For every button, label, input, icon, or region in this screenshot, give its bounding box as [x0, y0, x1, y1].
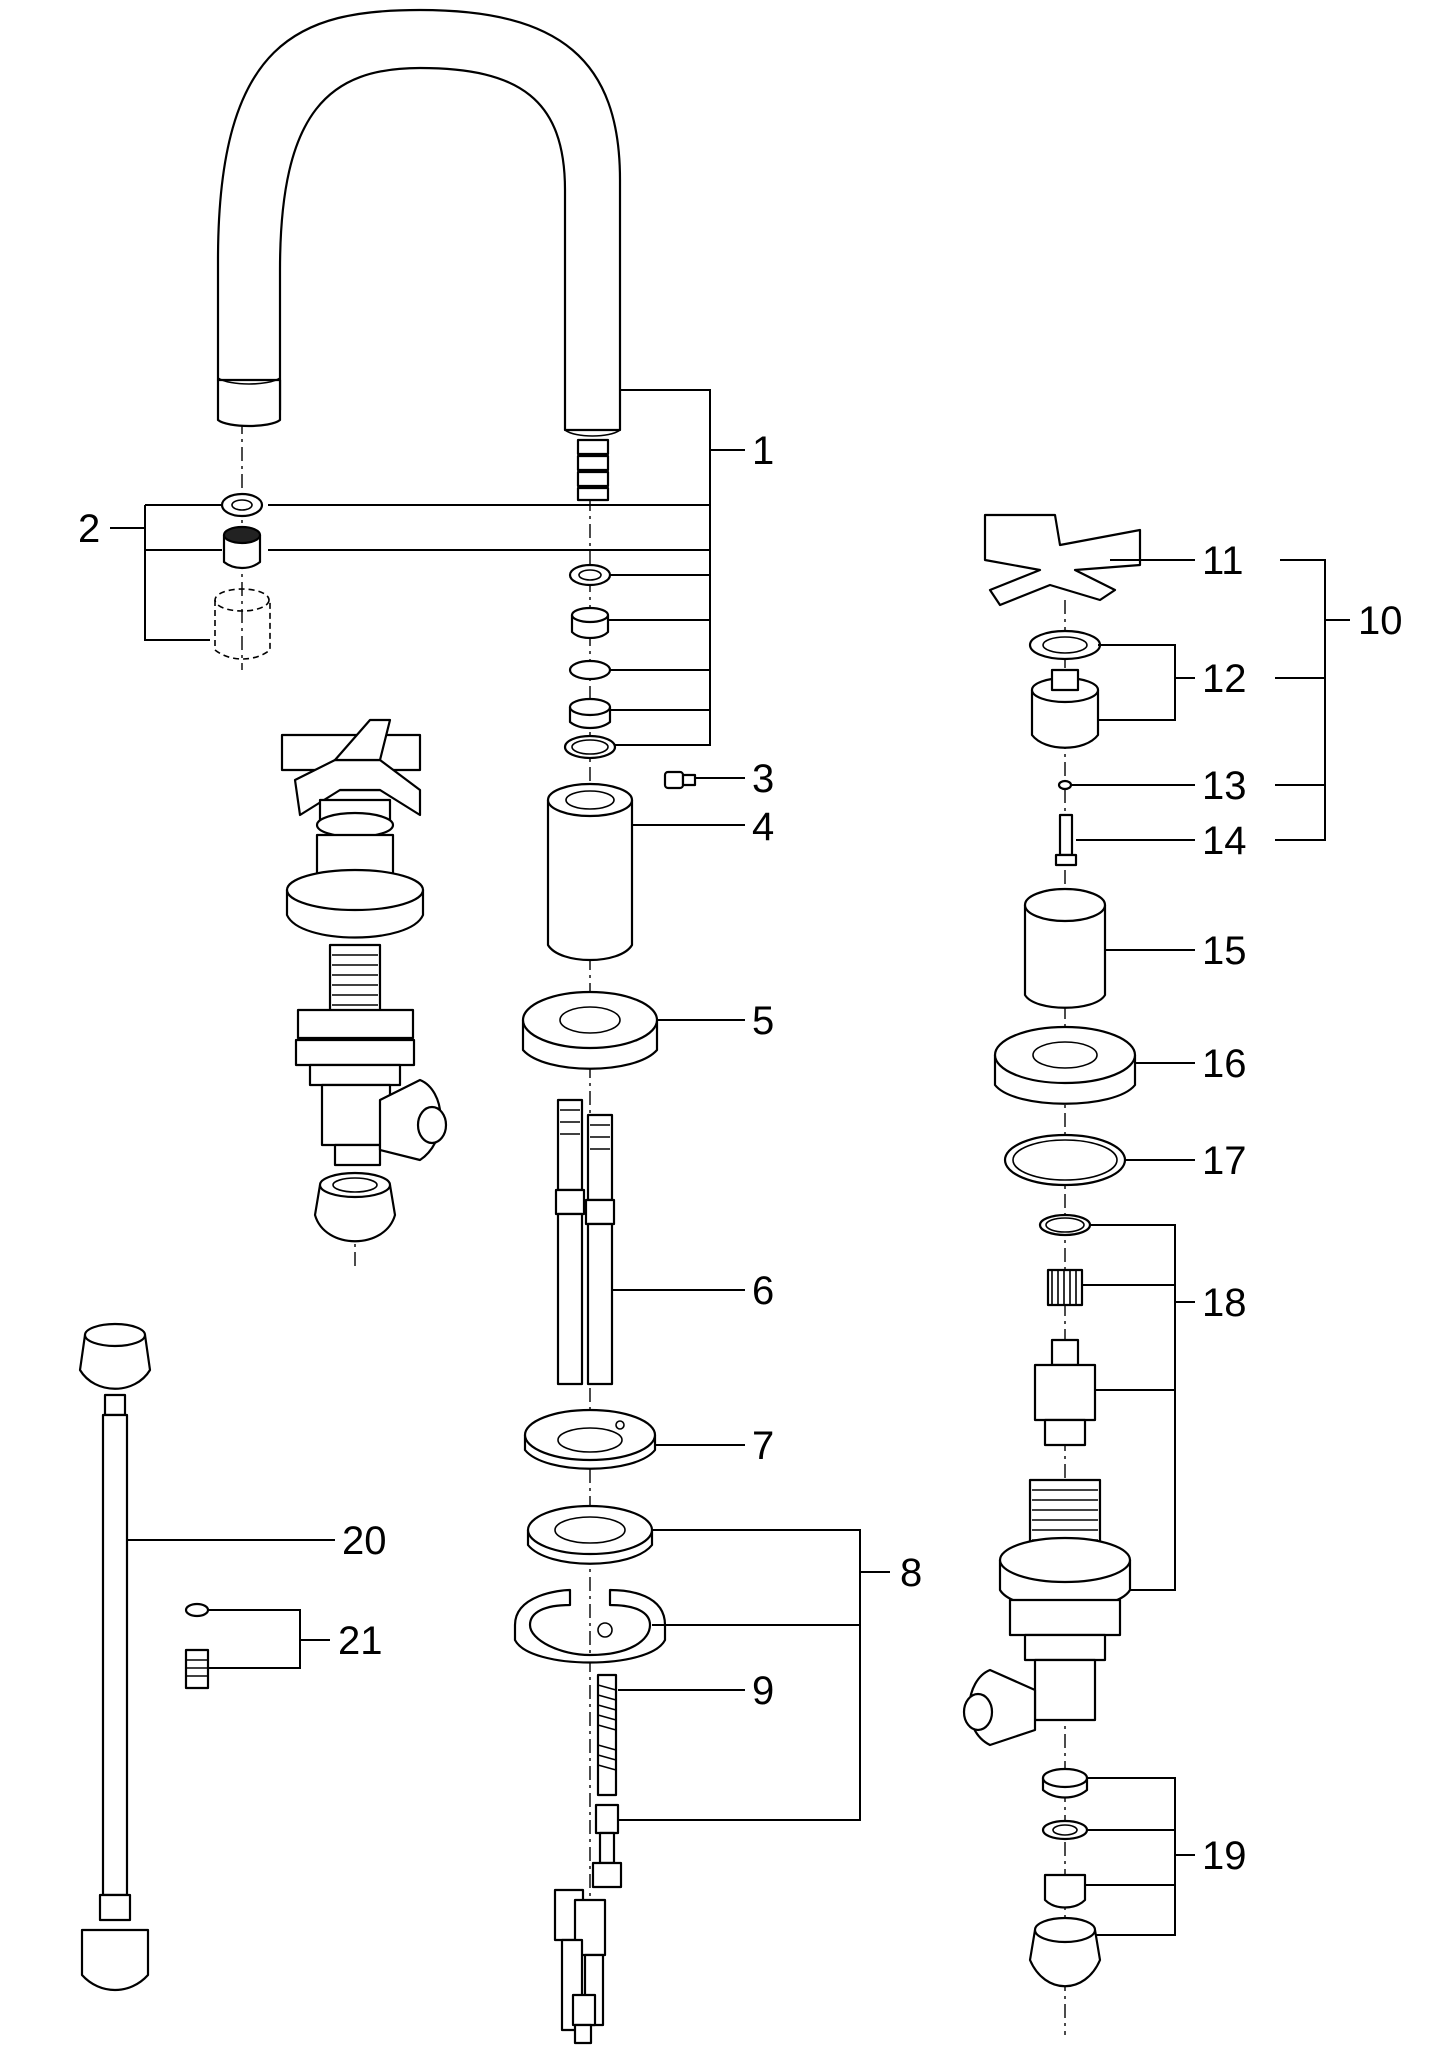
callout-3: 3: [752, 757, 774, 801]
part-spout-body: [546, 782, 634, 961]
callout-4: 4: [752, 805, 774, 849]
callout-7: 7: [752, 1424, 774, 1468]
part-washer: [523, 1408, 657, 1470]
part-tube-fittings: [553, 1888, 607, 2045]
part-mounting-set: [513, 1504, 667, 1664]
part-right-handle: [983, 513, 1142, 867]
part-spout-seals: [563, 563, 617, 760]
callout-15: 15: [1202, 929, 1247, 973]
callout-18: 18: [1202, 1281, 1247, 1325]
part-valve-rosette: [993, 1025, 1137, 1105]
callout-20: 20: [342, 1519, 387, 1563]
callout-labels: 1 2 3 4 5 6 7 8 9 10 11 12 13 14 15 16 1…: [78, 429, 1403, 1878]
callout-13: 13: [1202, 764, 1247, 808]
callout-19: 19: [1202, 1834, 1247, 1878]
callout-16: 16: [1202, 1042, 1247, 1086]
part-threaded-rod: [591, 1673, 623, 1889]
callout-12: 12: [1202, 657, 1247, 701]
callout-21: 21: [338, 1619, 383, 1663]
callout-17: 17: [1202, 1139, 1247, 1183]
callout-1: 1: [752, 429, 774, 473]
callout-2: 2: [78, 507, 100, 551]
part-aerator: [214, 492, 271, 660]
part-spout: [216, 8, 622, 502]
callout-6: 6: [752, 1269, 774, 1313]
callout-5: 5: [752, 999, 774, 1043]
part-sleeve: [1023, 887, 1107, 1009]
part-nut-set: [1028, 1767, 1102, 1988]
part-flex-hose: [78, 1322, 152, 1992]
part-set-screw: [663, 770, 697, 790]
part-large-o-ring: [1003, 1133, 1127, 1187]
part-cartridge: [962, 1213, 1132, 1747]
callout-9: 9: [752, 1669, 774, 1713]
part-filter-set: [184, 1602, 210, 1690]
callout-11: 11: [1202, 539, 1244, 583]
callout-14: 14: [1202, 819, 1247, 863]
part-supply-tubes: [554, 1098, 616, 1386]
callout-10: 10: [1358, 599, 1403, 643]
callout-8: 8: [900, 1551, 922, 1595]
part-left-valve: [280, 718, 448, 1243]
leader-lines: [110, 389, 1350, 1936]
part-spout-rosette: [521, 990, 659, 1070]
